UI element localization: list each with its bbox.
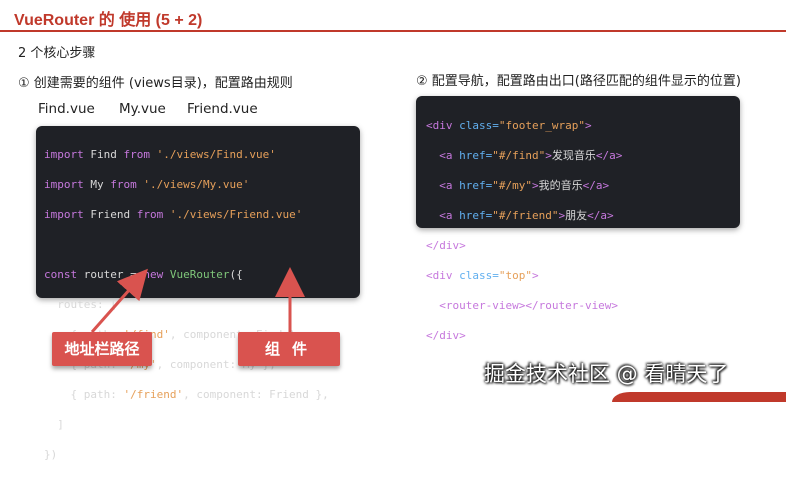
code-line: <a href="#/friend">朋友</a> bbox=[426, 209, 614, 222]
address-path-label: 地址栏路径 bbox=[52, 332, 152, 366]
footer-corner-strip bbox=[612, 392, 786, 402]
code-line: </div> bbox=[426, 329, 466, 342]
router-config-code-block: import Find from './views/Find.vue' impo… bbox=[36, 126, 360, 461]
code-line: <div class="footer_wrap"> bbox=[426, 119, 592, 132]
code-line: <router-view></router-view> bbox=[426, 299, 619, 312]
step-one-text: ① 创建需要的组件 (views目录)，配置路由规则 bbox=[18, 76, 293, 91]
filename-find: Find.vue bbox=[38, 101, 95, 117]
slide-title: VueRouter 的 使用 (5 + 2) bbox=[14, 12, 203, 29]
navigation-template-code-block: <div class="footer_wrap"> <a href="#/fin… bbox=[416, 96, 740, 342]
code-line: }) bbox=[44, 448, 58, 461]
title-divider bbox=[0, 30, 786, 32]
arrow-to-path bbox=[90, 268, 148, 333]
subheading: 2 个核心步骤 bbox=[18, 46, 96, 61]
code-line: <a href="#/my">我的音乐</a> bbox=[426, 179, 610, 192]
step-two-text: ② 配置导航，配置路由出口(路径匹配的组件显示的位置) bbox=[416, 74, 741, 89]
code-line: { path: '/friend', component: Friend }, bbox=[44, 388, 329, 401]
code-line: routes: [ bbox=[44, 298, 117, 311]
code-line: const router = new VueRouter({ bbox=[44, 268, 243, 281]
code-line: </div> bbox=[426, 239, 466, 252]
code-line: <div class="top"> bbox=[426, 269, 539, 282]
filename-my: My.vue bbox=[119, 101, 166, 117]
watermark: 掘金技术社区 @ 看晴天了 bbox=[484, 362, 729, 386]
code-line: import Friend from './views/Friend.vue' bbox=[44, 208, 303, 221]
code-line: <a href="#/find">发现音乐</a> bbox=[426, 149, 623, 162]
filename-friend: Friend.vue bbox=[187, 101, 258, 117]
component-label: 组件 bbox=[238, 332, 340, 366]
code-line: import Find from './views/Find.vue' bbox=[44, 148, 276, 161]
annotation-arrows bbox=[90, 267, 305, 333]
code-line: import My from './views/My.vue' bbox=[44, 178, 250, 191]
code-line: ] bbox=[44, 418, 64, 431]
